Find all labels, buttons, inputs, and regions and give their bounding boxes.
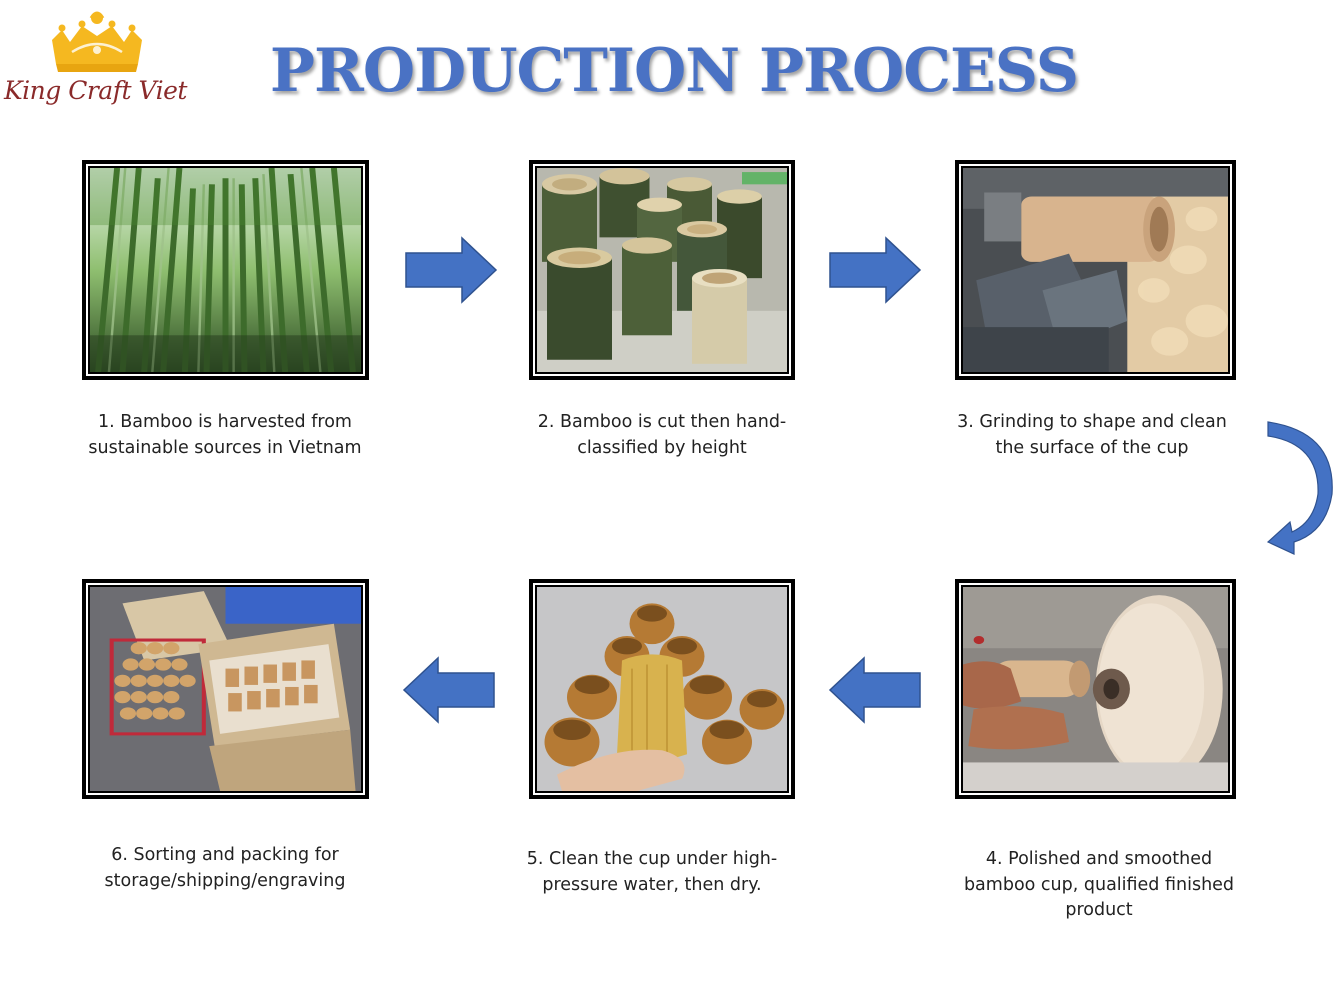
step-3-photo <box>955 160 1236 380</box>
bamboo-forest-image <box>90 168 361 372</box>
step-1-photo <box>82 160 369 380</box>
arrow-left-icon <box>402 656 495 724</box>
arrow-right-icon <box>829 236 922 304</box>
step-4-photo <box>955 579 1236 799</box>
lathe-grinding-image <box>963 168 1228 372</box>
step-3-caption: 3. Grinding to shape and clean the surfa… <box>957 412 1227 458</box>
page-title: PRODUCTION PROCESS <box>269 36 1079 106</box>
step-1-caption: 1. Bamboo is harvested from sustainable … <box>88 412 362 458</box>
packing-boxes-image <box>90 587 361 791</box>
brand-logo: King Craft Viet <box>0 6 200 116</box>
step-5-caption: 5. Clean the cup under high-pressure wat… <box>526 849 778 895</box>
step-5-photo <box>529 579 795 799</box>
arrow-left-icon <box>828 656 921 724</box>
step-2-caption: 2. Bamboo is cut then hand-classified by… <box>537 412 787 458</box>
curved-arrow-down-icon <box>1266 421 1333 555</box>
logo-text: King Craft Viet <box>4 76 187 105</box>
arrow-right-icon <box>405 236 498 304</box>
step-6-caption: 6. Sorting and packing for storage/shipp… <box>104 845 346 891</box>
polishing-wheel-image <box>963 587 1228 791</box>
crown-icon <box>52 11 142 72</box>
step-2-photo <box>529 160 795 380</box>
step-4-caption: 4. Polished and smoothed bamboo cup, qua… <box>963 849 1235 920</box>
cut-bamboo-image <box>537 168 787 372</box>
step-6-photo <box>82 579 369 799</box>
bamboo-cups-image <box>537 587 787 791</box>
